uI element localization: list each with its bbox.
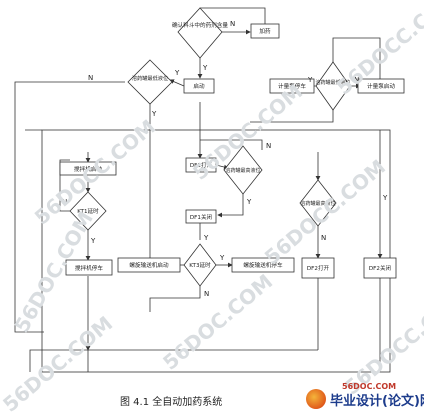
liquid-high-mid-label: 溶药罐最高液位 — [225, 167, 260, 174]
brand-url: 56DOC.COM — [342, 382, 397, 391]
branch-label-n: N — [62, 198, 67, 206]
df2-close-label: DF2关闭 — [369, 264, 392, 272]
kt1-label: KT1延时 — [77, 207, 99, 215]
add-material-box — [250, 23, 280, 39]
screw-stop-box — [231, 257, 295, 273]
branch-label-n: N — [230, 20, 235, 28]
meter-pump-stop-label: 计量泵停车 — [278, 82, 306, 90]
screw-start-box — [117, 257, 181, 273]
stirrer-start-box — [59, 161, 117, 176]
liquid-low-right-label: 溶药罐最低液位 — [315, 79, 350, 86]
branch-label-y: Y — [174, 69, 180, 77]
add-material-label: 加药 — [259, 27, 271, 35]
stirrer-stop-box — [65, 259, 113, 276]
branch-label-y: Y — [151, 110, 157, 118]
kt3-diamond — [183, 243, 217, 287]
branch-label-y: Y — [382, 194, 388, 202]
df1-open-label: DF1打开 — [190, 161, 213, 169]
brand-text: 毕业设计(论文)网 — [330, 394, 424, 409]
start-label: 启动 — [193, 82, 205, 90]
df1-close-label: DF1关闭 — [190, 213, 213, 221]
kt3-label: KT3延时 — [189, 261, 211, 269]
df2-open-label: DF2打开 — [307, 264, 330, 272]
brand-logo-icon — [306, 389, 326, 409]
branch-label-y: Y — [203, 234, 209, 242]
df2-close-box — [363, 257, 397, 279]
branch-label-n: N — [354, 76, 359, 84]
stirrer-stop-label: 搅拌机停车 — [75, 264, 103, 272]
meter-pump-stop-box — [269, 78, 315, 94]
liquid-low-top-diamond — [127, 59, 173, 105]
stirrer-start-label: 搅拌机启动 — [74, 165, 102, 173]
liquid-low-right-diamond — [315, 61, 351, 111]
liquid-high-right-diamond — [299, 179, 337, 227]
meter-pump-start-box — [357, 78, 405, 94]
branch-label-y: Y — [219, 254, 225, 262]
branch-label-n: N — [266, 142, 271, 150]
df2-open-box — [301, 257, 335, 279]
df1-open-box — [185, 157, 217, 173]
liquid-high-right-label: 溶药罐最高液位 — [300, 200, 335, 207]
screw-stop-label: 螺旋输送机停车 — [243, 261, 283, 269]
branch-label-y: Y — [202, 64, 208, 72]
branch-label-n: N — [204, 290, 209, 298]
branch-label-y: Y — [90, 237, 96, 245]
liquid-high-mid-diamond — [223, 145, 263, 195]
liquid-low-top-label: 溶药罐最低液位 — [132, 74, 168, 82]
branch-label-y: Y — [307, 76, 313, 84]
figure-caption: 图 4.1 全自动加药系统 — [120, 397, 223, 408]
check-material-label: 确认料斗中的药剂含量 — [172, 21, 228, 29]
meter-pump-start-label: 计量泵启动 — [367, 82, 395, 90]
brand-logo-block: 毕业设计(论文)网 — [306, 388, 424, 412]
check-material-diamond — [177, 7, 223, 59]
branch-label-y: Y — [246, 198, 252, 206]
start-box — [183, 78, 215, 94]
screw-start-label: 螺旋输送机启动 — [129, 261, 169, 269]
branch-label-n: N — [321, 234, 326, 242]
kt1-diamond — [69, 191, 107, 231]
df1-close-box — [185, 209, 217, 224]
branch-label-n: N — [88, 74, 93, 82]
